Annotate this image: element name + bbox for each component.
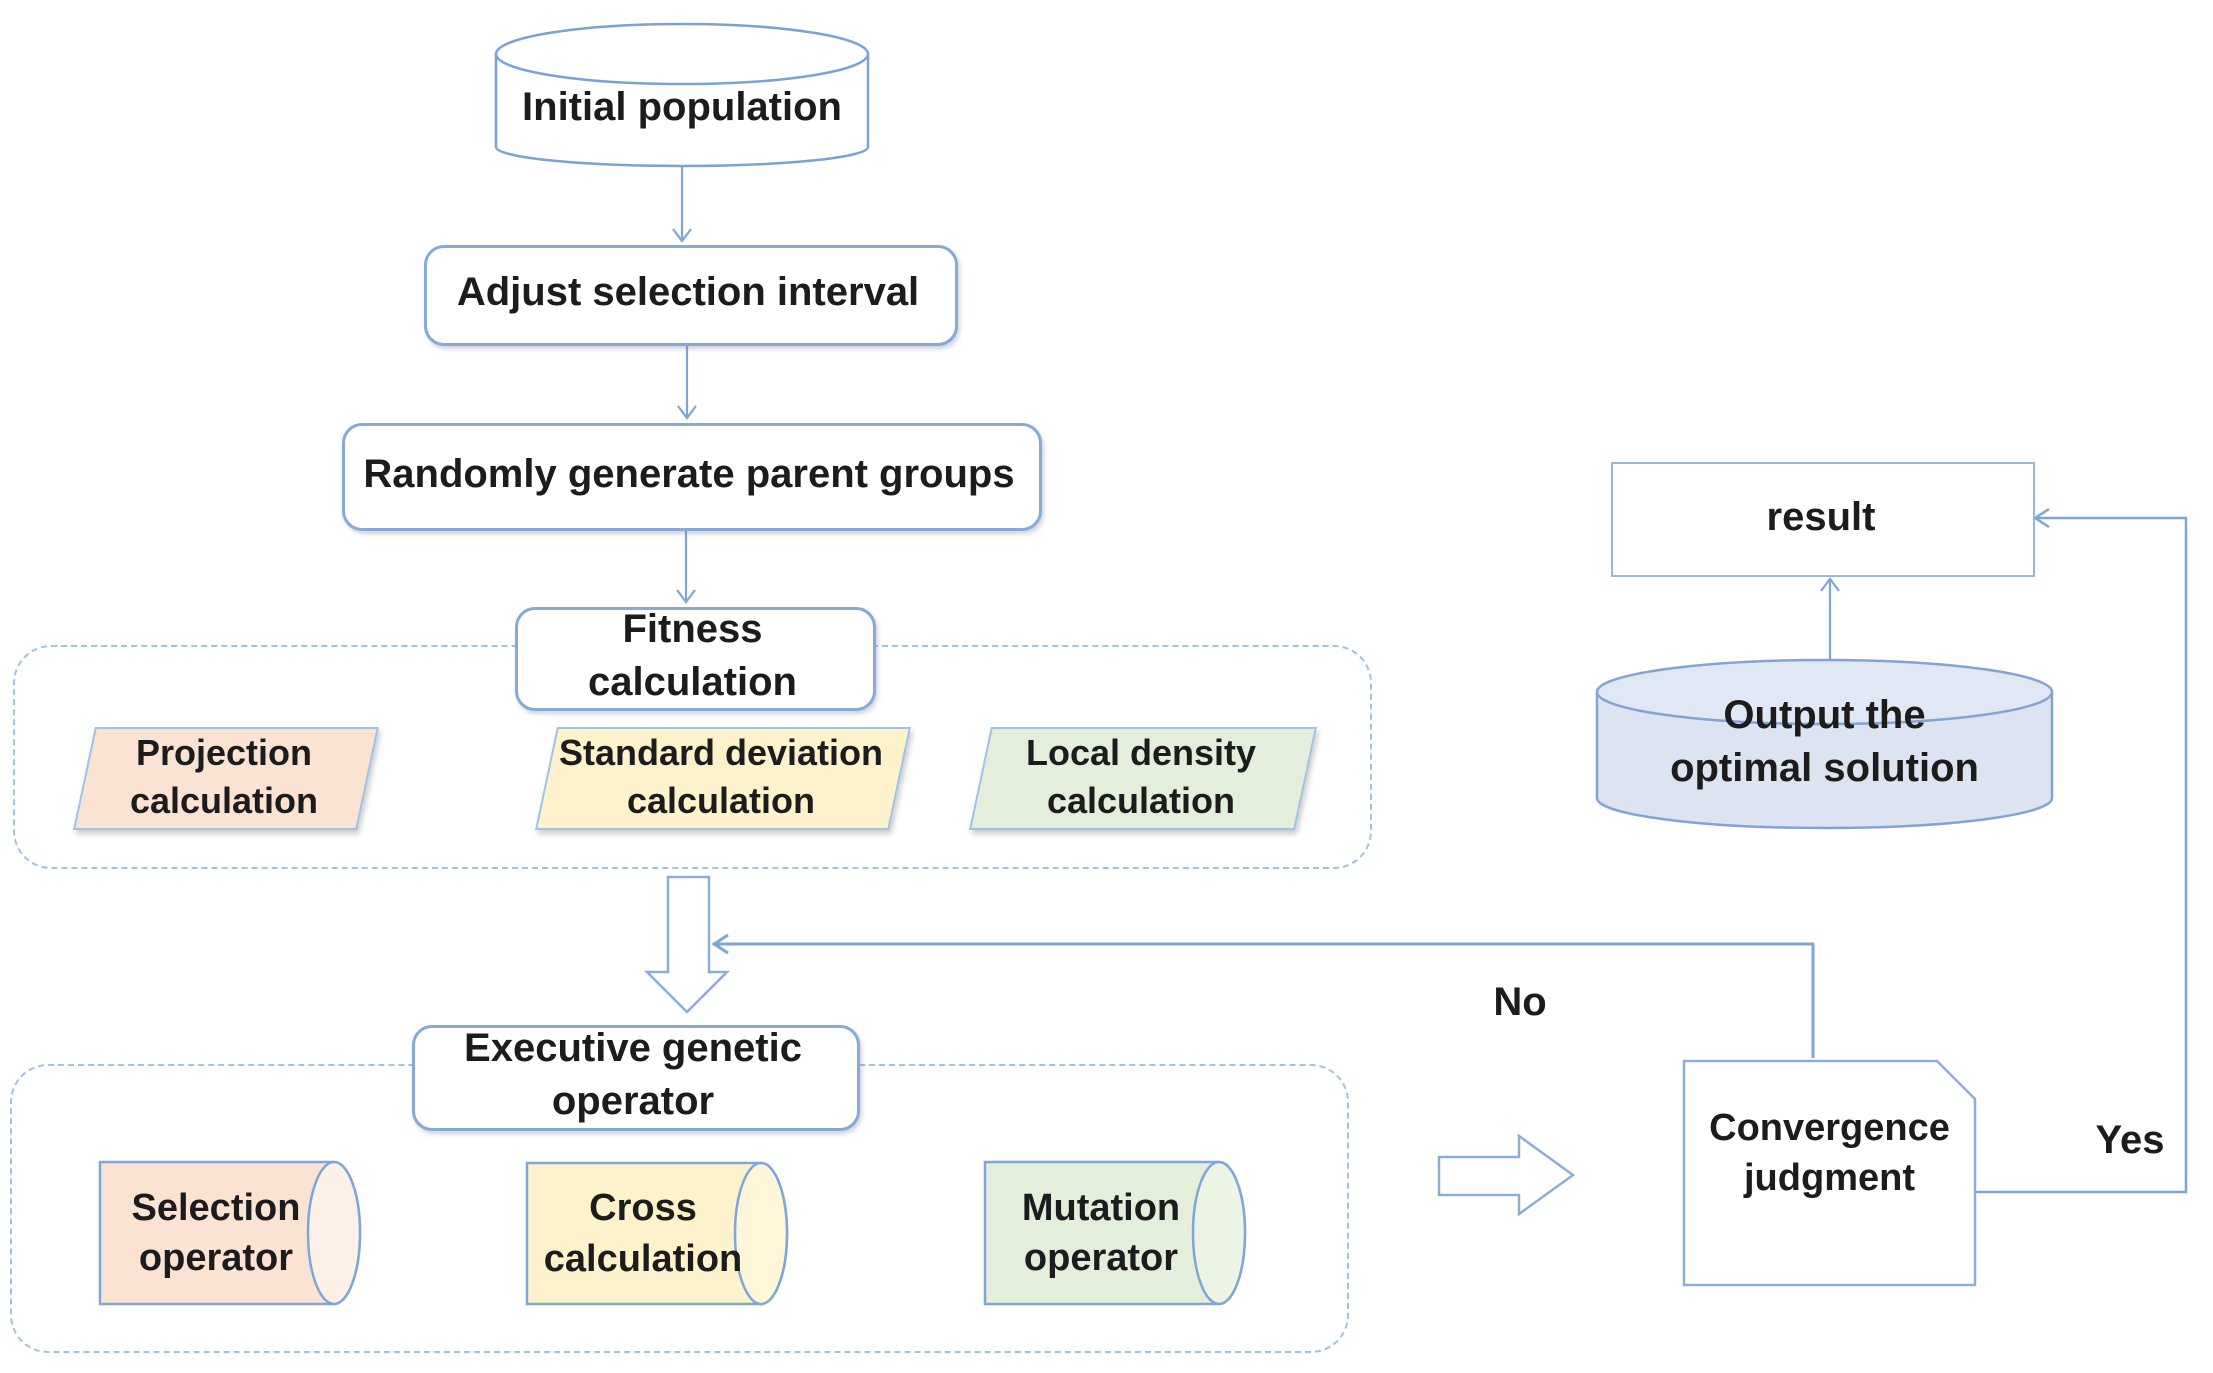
down-block-arrow [643, 875, 731, 1014]
arrow-adjust-to-random [677, 340, 697, 420]
local-density-calculation-label: Local density calculation [980, 727, 1302, 826]
local-density-line1: Local density [1025, 731, 1257, 773]
mutation-operator-line2: operator [1023, 1237, 1179, 1279]
adjust-selection-interval-box [424, 245, 958, 346]
standard-deviation-calculation-label: Standard deviation calculation [546, 727, 896, 826]
randomly-generate-parent-groups-box [342, 423, 1042, 531]
yes-line [1975, 507, 2188, 1194]
standard-deviation-line2: calculation [626, 779, 816, 821]
convergence-line1: Convergence [1709, 1106, 1950, 1149]
executive-genetic-operator-label: Executive genetic operator [464, 1026, 802, 1123]
executive-genetic-operator-box [412, 1025, 860, 1131]
convergence-line2: judgment [1744, 1157, 1915, 1199]
selection-operator-line1: Selection [131, 1186, 301, 1229]
fitness-calculation-label: Fitness calculation [588, 607, 797, 704]
output-line1: Output the [1723, 693, 1926, 738]
mutation-operator-label: Mutation operator [981, 1162, 1221, 1304]
cross-calculation-line2: calculation [543, 1237, 743, 1280]
arrow-initial-to-adjust [672, 166, 692, 243]
right-block-arrow [1437, 1133, 1576, 1217]
cross-calculation-line1: Cross [589, 1187, 697, 1230]
projection-line1: Projection [135, 731, 313, 773]
result-label: result [1766, 495, 1876, 540]
arrow-random-to-fitness [676, 525, 696, 604]
selection-operator-line2: operator [138, 1237, 294, 1279]
no-feedback-line [711, 933, 1815, 1058]
yes-label: Yes [2095, 1117, 2165, 1162]
cross-calculation-label: Cross calculation [523, 1163, 763, 1304]
randomly-generate-parent-groups-label: Randomly generate parent groups [363, 451, 1015, 496]
local-density-line2: calculation [1046, 779, 1236, 821]
initial-population-label: Initial population [522, 84, 842, 129]
standard-deviation-line1: Standard deviation [558, 731, 884, 773]
result-box [1611, 462, 2035, 577]
output-optimal-solution-label: Output the optimal solution [1597, 672, 2052, 812]
mutation-operator-line1: Mutation [1021, 1186, 1181, 1229]
arrow-output-to-result [1820, 577, 1840, 661]
projection-line2: calculation [129, 779, 319, 821]
selection-operator-label: Selection operator [96, 1162, 336, 1304]
output-line2: optimal solution [1670, 746, 1979, 790]
no-label: No [1493, 979, 1547, 1024]
adjust-selection-interval-label: Adjust selection interval [456, 270, 920, 315]
projection-calculation-label: Projection calculation [84, 727, 364, 826]
convergence-judgment-label: Convergence judgment [1684, 1078, 1975, 1228]
fitness-calculation-box [515, 607, 876, 711]
